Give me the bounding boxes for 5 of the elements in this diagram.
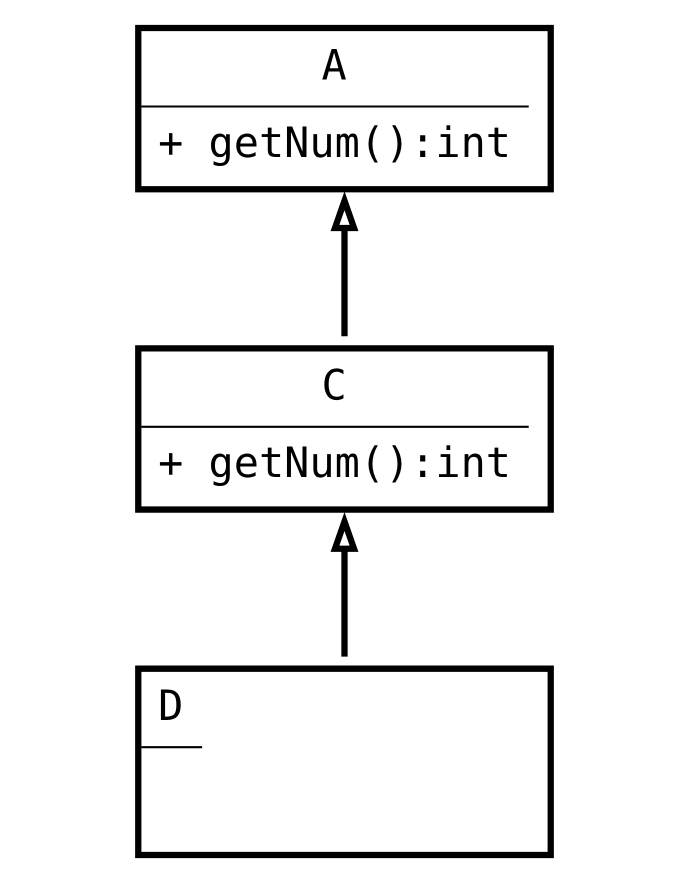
node-box: A + getNum():int [134,24,554,192]
node-box: D [134,666,554,858]
arrow [330,512,358,657]
node-box: C + getNum():int [134,345,554,513]
arrow [330,191,358,336]
